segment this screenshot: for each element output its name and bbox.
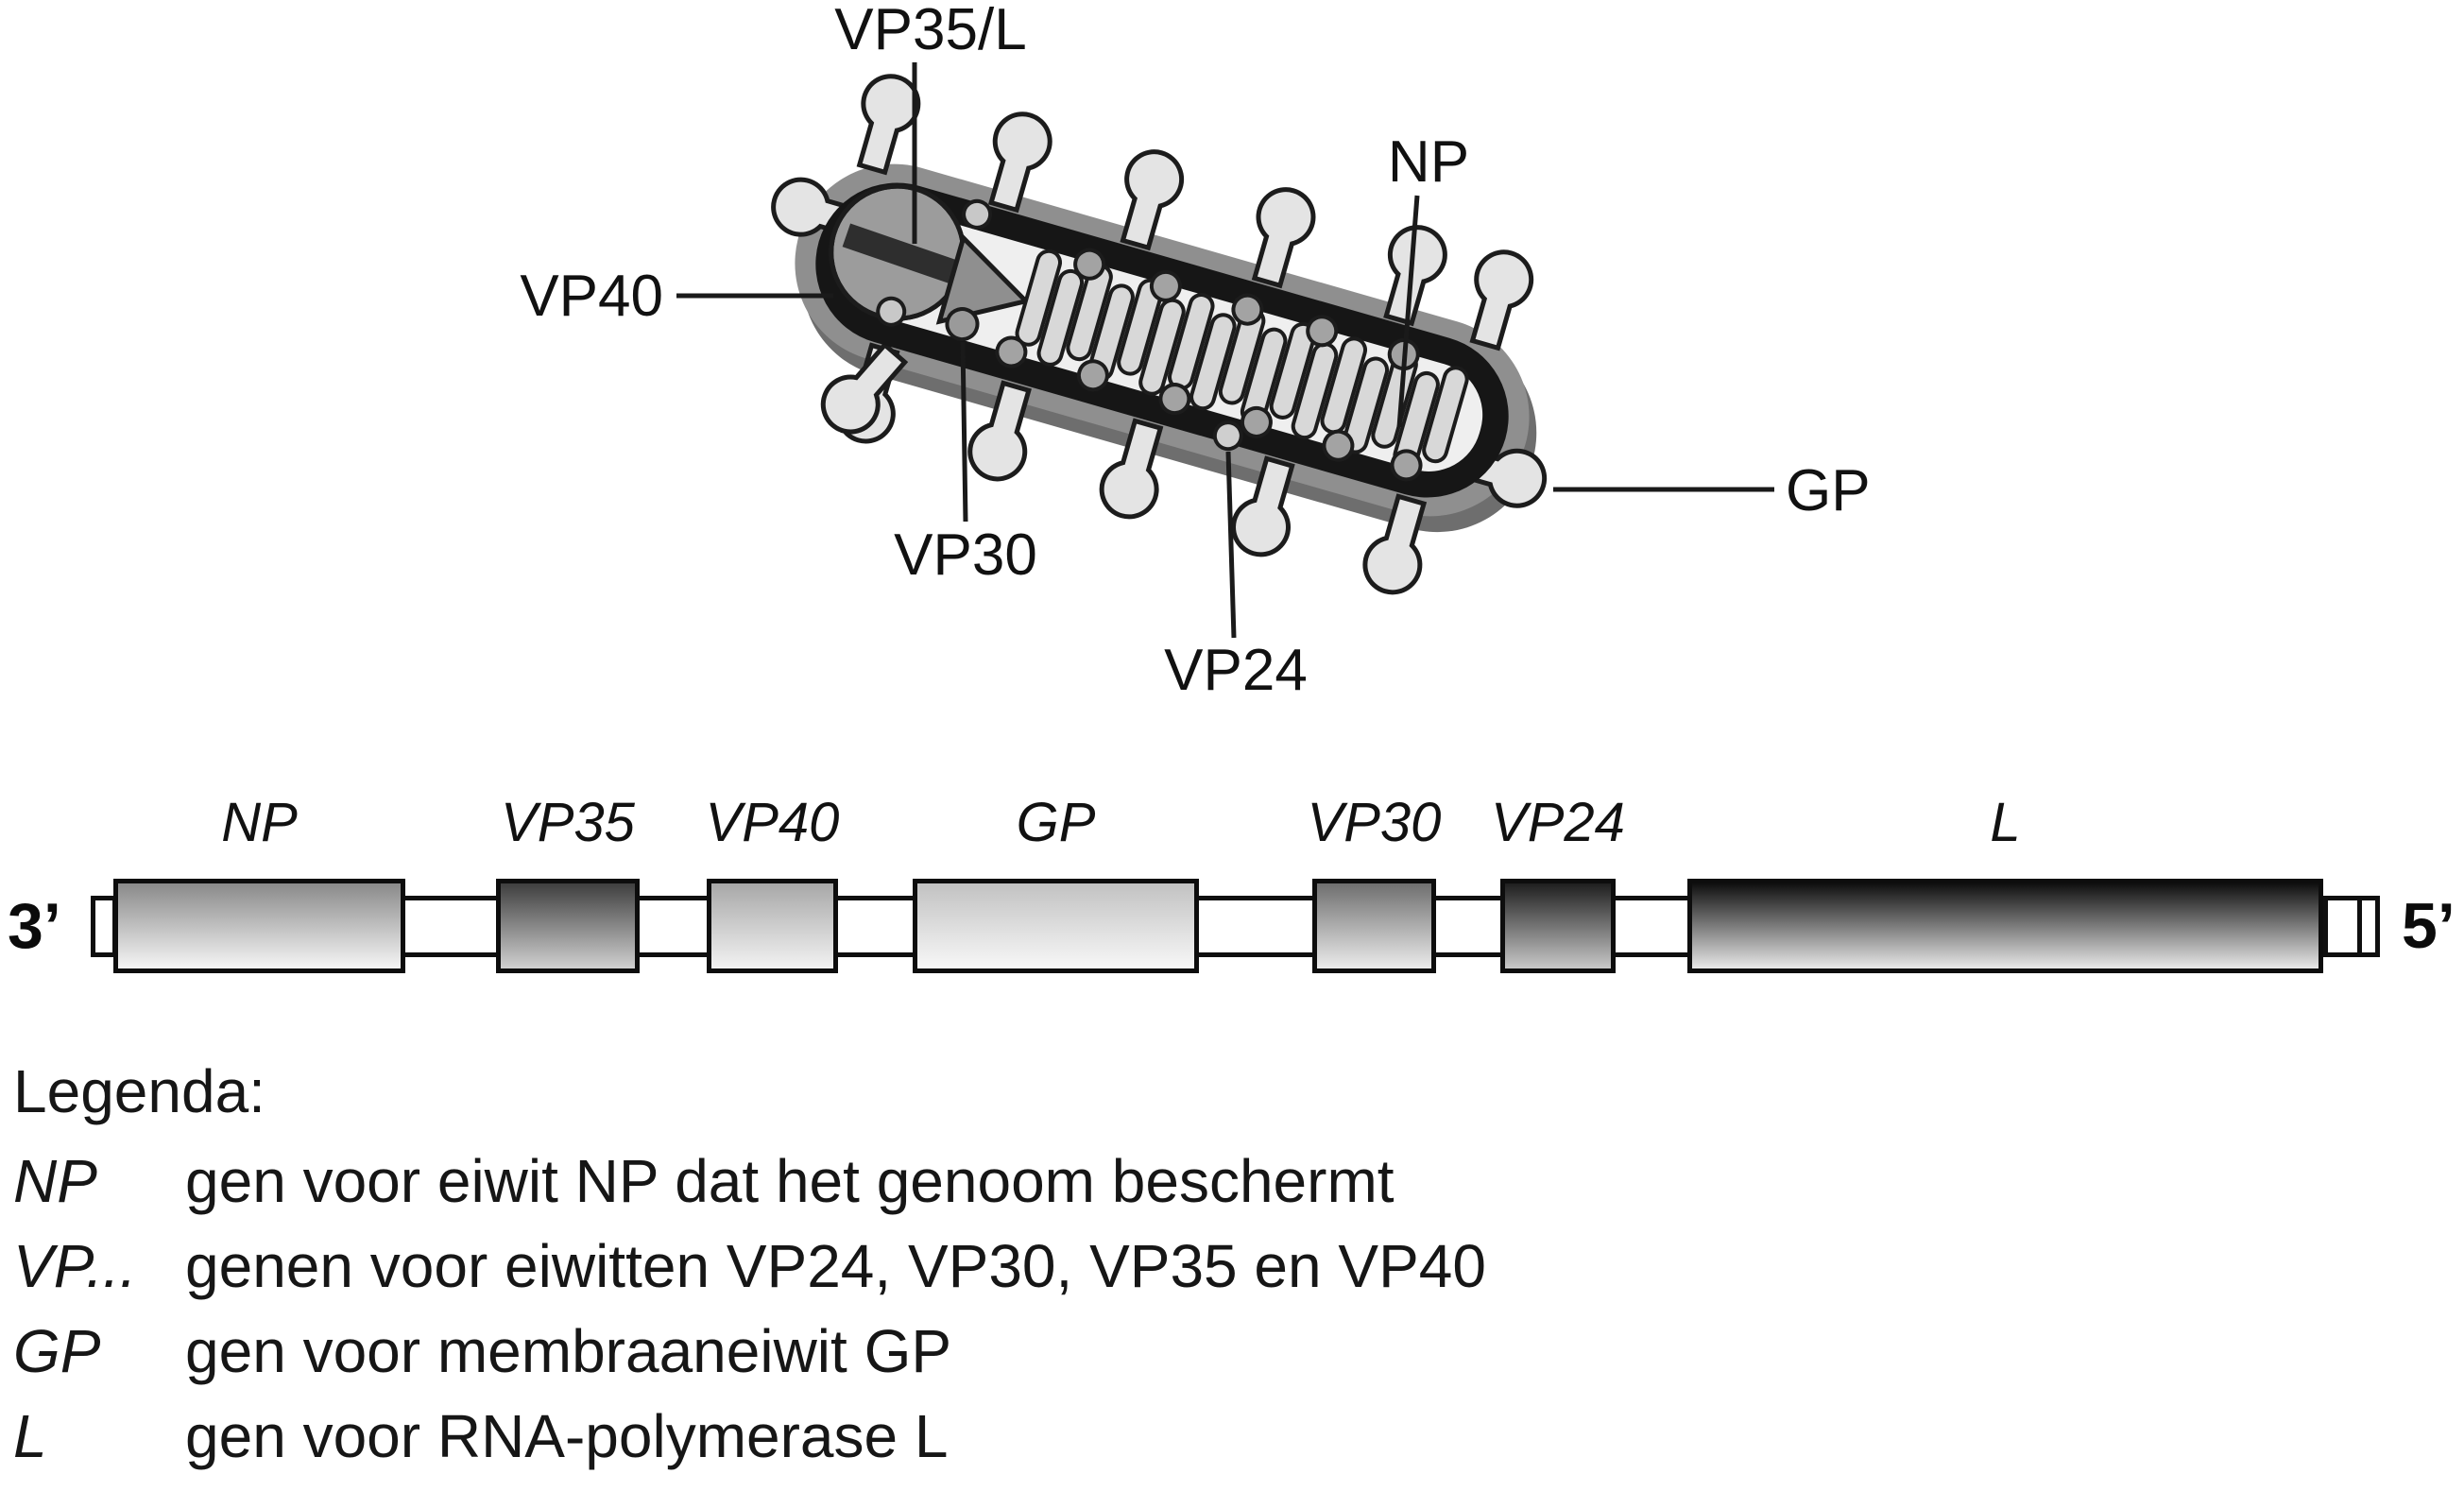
protein-dot-icon [876, 296, 907, 327]
gene-label-vp35: VP35 [501, 792, 635, 853]
legend-row-gp: GP gen voor membraaneiwit GP [13, 1321, 2451, 1381]
nucleocapsid-slat [1138, 298, 1186, 396]
gene-label-vp24: VP24 [1491, 792, 1625, 853]
protein-dot-icon [962, 198, 993, 230]
vp30-leader-line [960, 341, 968, 523]
genome-end-5prime: 5’ [2402, 890, 2455, 962]
protein-dot-icon [1076, 359, 1109, 392]
virion-diagram: VP35/L NP VP40 VP30 VP24 GP [520, 0, 1870, 703]
legend-title: Legenda: [13, 1057, 265, 1125]
protein-dot-icon [1149, 269, 1182, 302]
legend-term: L [13, 1402, 47, 1470]
gp-spike-icon [1362, 493, 1428, 595]
protein-dot-icon [1306, 315, 1339, 348]
genome-leader-box [91, 896, 117, 957]
legend-row-vp: VP... genen voor eiwitten VP24, VP30, VP… [13, 1236, 2451, 1296]
protein-dot-icon [995, 335, 1028, 368]
gp-spike-icon [1099, 418, 1164, 520]
protein-dot-icon [1322, 429, 1355, 462]
gene-box-vp35 [496, 879, 640, 973]
gene-label-np: NP [221, 792, 298, 853]
gene-box-vp24 [1500, 879, 1616, 973]
vp35l-band [842, 223, 978, 291]
virion-capsule [771, 74, 1548, 595]
vp35l-cone [935, 233, 1031, 325]
label-gp: GP [1786, 458, 1871, 523]
gp-spike-icon [1469, 249, 1534, 351]
legend-description: gen voor membraaneiwit GP [185, 1317, 952, 1385]
label-vp40: VP40 [520, 264, 663, 329]
np-leader-line [1396, 195, 1420, 428]
gene-box-l [1687, 879, 2323, 973]
gp-spike-icon [1383, 225, 1447, 327]
legend: Legenda: NP gen voor eiwit NP dat het ge… [13, 1056, 2451, 1466]
protein-dot-icon [1390, 449, 1423, 482]
protein-dot-icon [1231, 293, 1264, 326]
legend-description: gen voor RNA-polymerase L [185, 1402, 949, 1470]
label-np: NP [1388, 129, 1469, 195]
vp24-dot-icon [1212, 420, 1243, 452]
gene-label-gp: GP [1016, 792, 1096, 853]
nucleocapsid-slat [1036, 268, 1085, 367]
protein-dot-icon [1073, 248, 1106, 281]
genome-trailer-box [2323, 896, 2380, 957]
gene-box-vp40 [707, 879, 838, 973]
vp24-leader-line [1225, 451, 1237, 639]
legend-row-l: L gen voor RNA-polymerase L [13, 1406, 2451, 1466]
gp-spike-icon [967, 380, 1032, 482]
legend-term: GP [13, 1317, 101, 1385]
leader-lines [676, 62, 1774, 639]
genome-backbone [93, 896, 2379, 957]
gene-label-vp40: VP40 [705, 792, 840, 853]
legend-description: gen voor eiwit NP dat het genoom bescher… [185, 1147, 1395, 1215]
gp-spike-icon [988, 111, 1052, 214]
legend-row-np: NP gen voor eiwit NP dat het genoom besc… [13, 1151, 2451, 1211]
genome-end-3prime: 3’ [8, 890, 61, 962]
vp30-dot-icon [945, 307, 980, 342]
gene-box-np [113, 879, 405, 973]
virion-labels: VP35/L NP VP40 VP30 VP24 GP [520, 0, 1870, 703]
nucleocapsid-slat [1422, 366, 1469, 464]
gene-box-gp [913, 879, 1199, 973]
gene-box-vp30 [1312, 879, 1436, 973]
legend-description: genen voor eiwitten VP24, VP30, VP35 en … [185, 1232, 1486, 1300]
label-vp30: VP30 [894, 523, 1037, 588]
nucleocapsid-slat [1189, 313, 1237, 411]
gene-label-l: L [1990, 792, 2021, 853]
legend-term: NP [13, 1147, 97, 1215]
gene-label-vp30: VP30 [1307, 792, 1442, 853]
gp-spike-icon [820, 341, 909, 435]
protein-dot-icon [1240, 405, 1273, 438]
gp-spike-icon [1251, 187, 1316, 289]
gp-spike-icon [856, 74, 921, 176]
protein-dots [876, 198, 1423, 482]
label-vp35l: VP35/L [834, 0, 1026, 62]
trailer-divider [2357, 896, 2362, 957]
protein-dot-icon [1158, 383, 1191, 416]
gp-spike-icon [1231, 455, 1295, 557]
legend-term: VP... [13, 1232, 137, 1300]
gp-spike-icon [1120, 149, 1185, 251]
nucleocapsid-slat [1269, 321, 1317, 420]
label-vp24: VP24 [1164, 638, 1308, 703]
